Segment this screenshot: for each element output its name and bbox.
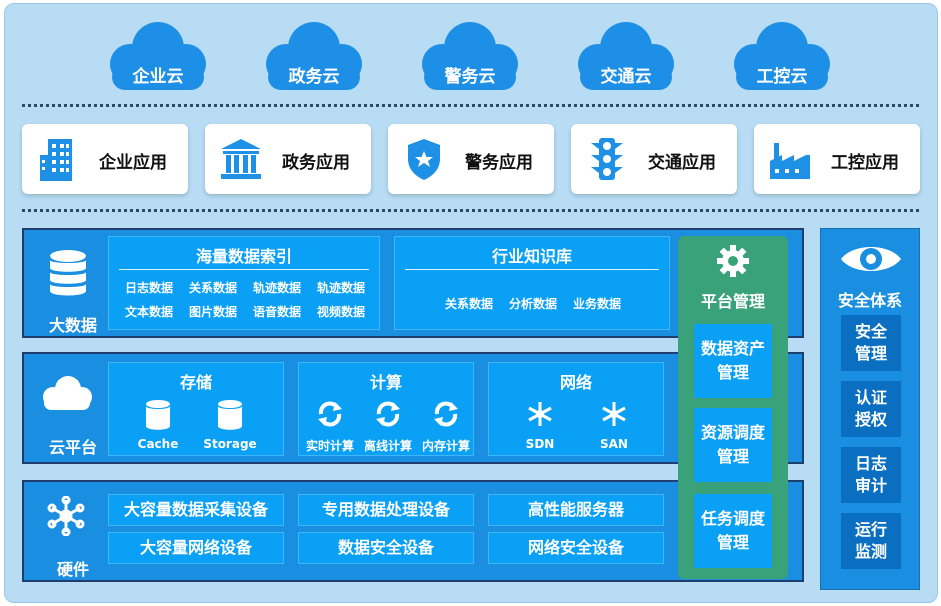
network-node-icon [602,402,626,426]
cloud-icon [43,376,92,410]
security-item: 安全 管理 [841,315,901,371]
app-card-traffic: 交通应用 [571,124,737,194]
app-label: 交通应用 [648,153,716,173]
hardware-item: 专用数据处理设备 [298,494,474,526]
app-label: 政务应用 [282,153,350,173]
cloud-label: 政务云 [288,67,340,87]
security-item: 运行 监测 [841,513,901,569]
security-item: 日志 审计 [841,447,901,503]
eye-icon [841,247,901,271]
cloud-label: 工控云 [756,67,808,87]
network-item: SAN [600,437,628,451]
app-label: 警务应用 [465,153,533,173]
storage-block: 存储 Cache Storage [108,362,284,456]
storage-item: Cache [137,437,179,451]
refresh-cycle-icon [376,401,400,427]
network-hub-icon [47,496,85,536]
government-building-icon [221,139,261,179]
data-item: 文本数据 [124,305,173,319]
data-item: 语音数据 [252,305,301,319]
cloud-traffic: 交通云 [566,18,686,92]
network-item: SDN [525,437,555,451]
block-title: 海量数据索引 [195,247,292,266]
factory-icon [770,143,810,179]
data-item: 业务数据 [572,297,621,311]
layer-label: 云平台 [48,438,97,457]
data-item: 日志数据 [124,281,173,295]
refresh-cycle-icon [434,401,458,427]
security-title: 安全体系 [837,291,902,310]
hardware-item: 大容量网络设备 [108,532,284,564]
data-item: 轨迹数据 [252,281,301,295]
cloud-shape-icon [578,22,674,90]
title-underline [405,269,659,270]
storage-item: Storage [203,437,257,451]
data-item: 轨迹数据 [316,281,365,295]
app-card-government: 政务应用 [205,124,371,194]
cloud-label: 交通云 [600,67,652,87]
cloud-police: 警务云 [410,18,530,92]
app-card-industrial: 工控应用 [754,124,920,194]
data-index-block: 海量数据索引 日志数据 关系数据 轨迹数据 轨迹数据 文本数据 图片数据 语音数… [108,236,380,330]
cloud-label: 警务云 [444,67,496,87]
cylinder-icon [218,400,242,430]
cloud-row: 企业云 政务云 警务云 交通云 [0,0,941,100]
data-item: 关系数据 [444,297,493,311]
network-block: 网络 SDN SAN [488,362,664,456]
app-card-enterprise: 企业应用 [22,124,188,194]
security-item: 认证 授权 [841,381,901,437]
cloud-platform-layer: 云平台 存储 Cache Storage 计算 实时计算 离线计算 内存计算 网… [22,352,804,464]
network-node-icon [528,402,552,426]
database-icon [50,250,86,296]
dotted-divider [22,104,919,107]
app-card-police: 警务应用 [388,124,554,194]
title-underline [119,269,369,270]
compute-item: 内存计算 [421,439,470,453]
cloud-shape-icon [422,22,518,90]
dotted-divider [22,209,919,212]
hardware-item: 数据安全设备 [298,532,474,564]
cloud-enterprise: 企业云 [98,18,218,92]
cylinder-icon [146,400,170,430]
hardware-item: 高性能服务器 [488,494,664,526]
data-item: 图片数据 [188,305,237,319]
traffic-light-icon [591,138,623,180]
bigdata-layer: 大数据 海量数据索引 日志数据 关系数据 轨迹数据 轨迹数据 文本数据 图片数据… [22,228,804,338]
office-building-icon [40,139,72,181]
data-item: 视频数据 [316,305,365,319]
security-column: 安全体系 安全 管理 认证 授权 日志 审计 运行 监测 [820,228,920,590]
platform-title: 平台管理 [700,292,765,311]
cloud-government: 政务云 [254,18,374,92]
platform-item: 任务调度 管理 [694,494,772,568]
app-label: 工控应用 [831,153,899,173]
refresh-cycle-icon [318,401,342,427]
data-item: 分析数据 [508,297,557,311]
platform-management-column: 平台管理 数据资产 管理 资源调度 管理 任务调度 管理 [678,236,788,579]
platform-item: 数据资产 管理 [694,324,772,398]
compute-item: 离线计算 [363,439,412,453]
cloud-industrial: 工控云 [722,18,842,92]
gear-icon [717,245,749,277]
layer-label: 硬件 [56,560,89,579]
cloud-shape-icon [734,22,830,90]
platform-item: 资源调度 管理 [694,408,772,482]
cloud-shape-icon [266,22,362,90]
hardware-item: 大容量数据采集设备 [108,494,284,526]
compute-item: 实时计算 [305,439,354,453]
hardware-item: 网络安全设备 [488,532,664,564]
cloud-label: 企业云 [132,67,184,87]
data-item: 关系数据 [188,281,237,295]
block-title: 存储 [179,373,212,392]
hardware-layer: 硬件 大容量数据采集设备 专用数据处理设备 高性能服务器 大容量网络设备 数据安… [22,480,804,582]
compute-block: 计算 实时计算 离线计算 内存计算 [298,362,474,456]
cloud-shape-icon [110,22,206,90]
layer-label: 大数据 [48,316,97,335]
app-label: 企业应用 [99,153,167,173]
block-title: 网络 [559,373,592,392]
block-title: 行业知识库 [491,247,572,266]
block-title: 计算 [369,373,402,392]
knowledge-base-block: 行业知识库 关系数据 分析数据 业务数据 [394,236,670,330]
police-badge-icon [408,139,440,180]
